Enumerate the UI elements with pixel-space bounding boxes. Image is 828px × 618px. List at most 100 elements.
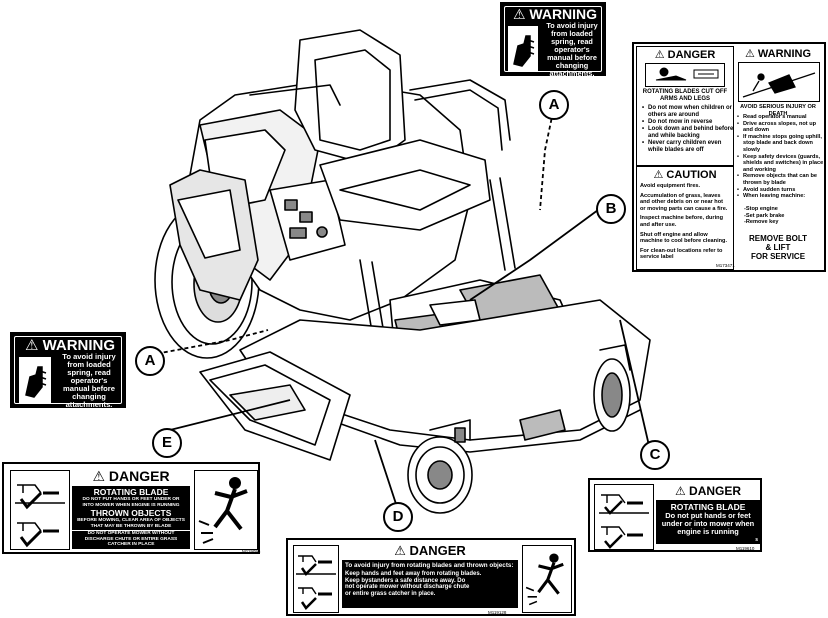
- caution-header: CAUTION: [666, 169, 717, 181]
- danger-line: Keep hands and feet away from rotating b…: [345, 571, 482, 577]
- warning-item: If machine stops going uphill, stop blad…: [737, 134, 827, 154]
- caution-item: Avoid equipment fires.: [640, 183, 701, 189]
- caution-item: Shut off engine and allow machine to coo…: [640, 231, 728, 245]
- danger-title: ROTATING BLADE: [670, 502, 746, 512]
- danger-line: DO NOT OPERATE MOWER WITHOUT: [87, 531, 175, 536]
- callout-c: C: [640, 440, 670, 470]
- warning-item: Remove objects that can be thrown by bla…: [737, 173, 827, 186]
- caution-item: For clean-out locations refer to service…: [640, 247, 723, 261]
- caution-panel: ⚠ CAUTION Avoid equipment fires. Accumul…: [636, 166, 734, 270]
- warning-text-line: attachments.: [65, 400, 113, 409]
- warning-subitem: -Set park brake: [744, 212, 785, 219]
- warning-text-line: To avoid injury: [546, 21, 598, 30]
- danger-title: ROTATING BLADES CUT OFF ARMS AND LEGS: [642, 89, 728, 102]
- service-text: REMOVE BOLT & LIFT FOR SERVICE: [734, 234, 822, 261]
- warning-panel: ⚠ WARNING AVOID SERIOUS INJURY OR DEATH …: [734, 46, 823, 268]
- warning-text-line: spring, read: [67, 368, 111, 377]
- danger-line: Keep bystanders a safe distance away. Do: [345, 577, 466, 584]
- warning-triangle-icon: ⚠: [512, 6, 526, 22]
- warning-text-line: from loaded: [67, 360, 111, 369]
- blade-cut-pictogram-icon: [645, 63, 725, 87]
- hand-foot-blade-pictogram-icon: [293, 545, 339, 613]
- warning-triangle-icon: ⚠: [744, 48, 755, 60]
- danger-header: DANGER: [108, 468, 170, 484]
- part-code: M173471: [716, 263, 735, 268]
- caution-item: Accumulation of grass, leaves and other …: [640, 192, 728, 212]
- danger-decal-d: ⚠ DANGER To avoid injury from rotating b…: [286, 538, 576, 616]
- warning-triangle-icon: ⚠: [92, 468, 105, 484]
- warning-item: Read operator's manual: [737, 114, 827, 121]
- warning-text-line: attachments.: [549, 69, 595, 78]
- callout-b: B: [596, 194, 626, 224]
- warning-triangle-icon: ⚠: [653, 169, 664, 181]
- warning-triangle-icon: ⚠: [24, 337, 39, 354]
- danger-header: DANGER: [689, 484, 742, 498]
- danger-decal-c: ⚠ DANGER ROTATING BLADE Do not put hands…: [588, 478, 762, 552]
- warning-text-line: from loaded: [551, 29, 593, 38]
- mower-deck: [199, 299, 651, 461]
- service-line: FOR SERVICE: [750, 252, 806, 261]
- warning-decal-top: ⚠ WARNING To avoid injury from loaded sp…: [500, 2, 606, 78]
- danger-header: DANGER: [409, 543, 466, 558]
- warning-header: WARNING: [529, 6, 598, 22]
- decal-suffix: s: [755, 537, 758, 543]
- warning-text-line: spring, read: [551, 37, 593, 46]
- warning-decal-left: ⚠ WARNING To avoid injury from loaded sp…: [10, 332, 126, 409]
- danger-line: under or into mower when: [661, 519, 755, 529]
- danger-title: To avoid injury from rotating blades and…: [345, 562, 514, 569]
- warning-subitem: -Remove key: [744, 219, 779, 226]
- warning-text-line: changing: [72, 392, 106, 401]
- danger-line: not operate mower without discharge chut…: [345, 584, 470, 591]
- warning-item: Drive across slopes, not up and down: [737, 121, 827, 134]
- warning-text-line: To avoid injury: [62, 352, 116, 361]
- warning-header: WARNING: [42, 337, 116, 354]
- danger-line: or entire grass catcher in place.: [345, 590, 436, 597]
- warning-triangle-icon: ⚠: [654, 49, 665, 61]
- warning-triangle-icon: ⚠: [394, 543, 406, 558]
- danger-line: CATCHER IN PLACE: [107, 542, 155, 547]
- danger-item: Do not mow in reverse: [642, 119, 736, 126]
- hand-foot-blade-pictogram-icon: [10, 470, 70, 550]
- danger-decal-e: ⚠ DANGER ROTATING BLADE DO NOT PUT HANDS…: [2, 462, 260, 554]
- thrown-objects-pictogram-icon: [194, 470, 258, 550]
- danger-line: THAT MAY BE THROWN BY BLADE: [90, 523, 172, 529]
- danger-line: DISCHARGE CHUTE OR ENTIRE GRASS: [84, 536, 178, 542]
- seat: [294, 29, 491, 231]
- callout-e: E: [152, 428, 182, 458]
- callout-a-top: A: [539, 90, 569, 120]
- danger-title: THROWN OBJECTS: [90, 508, 172, 518]
- warning-text-line: manual before: [547, 53, 597, 62]
- service-line: REMOVE BOLT: [748, 234, 808, 243]
- warning-text-line: changing: [555, 61, 589, 70]
- danger-line: BEFORE MOWING, CLEAR AREA OF OBJECTS: [77, 518, 185, 523]
- danger-caution-warning-decal: ⚠ DANGER ROTATING BLADES CUT OFF ARMS AN…: [632, 42, 826, 272]
- callout-d: D: [383, 502, 413, 532]
- danger-panel: ⚠ DANGER ROTATING BLADES CUT OFF ARMS AN…: [636, 46, 734, 166]
- danger-line: Do not put hands or feet: [665, 511, 751, 520]
- danger-item: Look down and behind before and while ba…: [642, 126, 736, 140]
- caution-item: Inspect machine before, during and after…: [640, 215, 723, 228]
- danger-line: DO NOT PUT HANDS OR FEET UNDER OR: [82, 497, 180, 502]
- danger-header: DANGER: [667, 49, 716, 61]
- warning-text-line: operator's: [70, 376, 108, 385]
- rollover-pictogram-icon: [738, 62, 820, 102]
- service-line: & LIFT: [765, 243, 791, 252]
- callout-a-left: A: [135, 346, 165, 376]
- part-code: M119128: [488, 610, 507, 615]
- warning-subitem: -Stop engine: [744, 206, 778, 212]
- warning-text-line: operator's: [554, 45, 590, 54]
- warning-header: WARNING: [757, 48, 812, 60]
- part-code: M119096: [242, 549, 261, 554]
- hand-spring-pinch-icon: [508, 26, 538, 72]
- danger-item: Never carry children even while blades a…: [642, 140, 736, 154]
- warning-item: When leaving machine:: [737, 193, 827, 200]
- warning-item: Avoid sudden turns: [737, 187, 827, 194]
- thrown-objects-pictogram-icon: [522, 545, 572, 613]
- danger-line: INTO MOWER WHEN ENGINE IS RUNNING: [82, 502, 180, 508]
- part-code: M119610: [736, 546, 755, 551]
- danger-title: ROTATING BLADE: [93, 487, 169, 497]
- danger-item: Do not mow when children or others are a…: [642, 105, 736, 119]
- front-wheel-right: [593, 344, 631, 432]
- danger-line: engine is running: [677, 527, 739, 537]
